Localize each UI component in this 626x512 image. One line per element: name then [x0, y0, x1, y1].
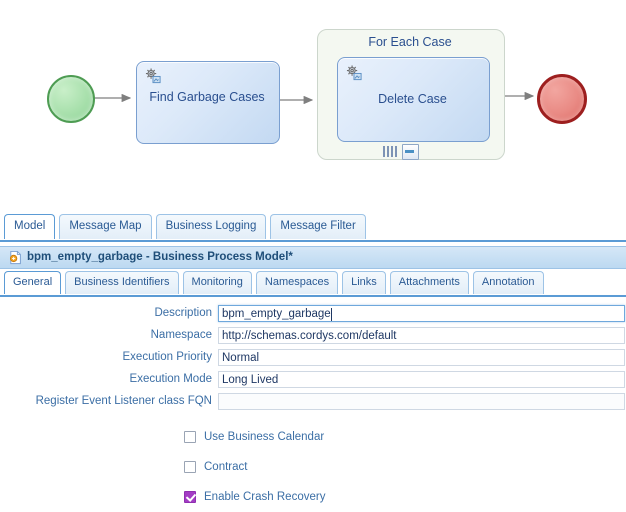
tab-label: Model: [14, 220, 46, 232]
tab-label: Business Logging: [165, 220, 257, 232]
tab-business-logging[interactable]: Business Logging: [155, 214, 267, 239]
checkbox-row-enable-crash-recovery[interactable]: Enable Crash Recovery: [0, 482, 626, 512]
tab-label: Namespaces: [264, 276, 330, 288]
tab-label: Links: [351, 276, 377, 288]
use-business-calendar-checkbox[interactable]: [184, 431, 196, 443]
checkbox-row-use-business-calendar[interactable]: Use Business Calendar: [0, 422, 626, 452]
enable-crash-recovery-checkbox[interactable]: [184, 491, 196, 503]
collapse-icon[interactable]: [402, 144, 419, 160]
tab-model[interactable]: Model: [4, 214, 56, 241]
panel-titlebar: bpm_empty_garbage - Business Process Mod…: [0, 246, 626, 269]
start-event[interactable]: [47, 75, 95, 123]
label-description: Description: [154, 307, 212, 319]
task-find-garbage-cases[interactable]: [136, 61, 280, 144]
tab-label: Attachments: [398, 276, 460, 288]
label-execution-mode: Execution Mode: [129, 373, 212, 385]
diagram-connectors: [93, 91, 535, 105]
tab-attachments[interactable]: Attachments: [389, 271, 469, 294]
register-event-listener-class-fqn-input[interactable]: [218, 392, 625, 410]
inner-tabstrip-underline: [0, 295, 626, 297]
namespace-input[interactable]: http://schemas.cordys.com/default: [218, 326, 625, 344]
inner-tabstrip: General Business Identifiers Monitoring …: [0, 271, 626, 296]
label-namespace: Namespace: [150, 329, 212, 341]
outer-tabstrip: Model Message Map Business Logging Messa…: [0, 214, 626, 242]
tab-namespaces[interactable]: Namespaces: [255, 271, 339, 294]
tab-business-identifiers[interactable]: Business Identifiers: [65, 271, 179, 294]
tab-label: Annotation: [481, 276, 535, 288]
enable-crash-recovery-label: Enable Crash Recovery: [204, 491, 326, 503]
execution-mode-input[interactable]: Long Lived: [218, 370, 625, 388]
multi-instance-parallel-icon[interactable]: [383, 146, 397, 157]
tab-monitoring[interactable]: Monitoring: [182, 271, 252, 294]
tab-links[interactable]: Links: [342, 271, 386, 294]
checkbox-row-contract[interactable]: Contract: [0, 452, 626, 482]
process-model-icon: [9, 250, 21, 265]
tab-message-map[interactable]: Message Map: [59, 214, 152, 239]
tab-label: Monitoring: [191, 276, 243, 288]
panel-title: bpm_empty_garbage - Business Process Mod…: [27, 251, 293, 263]
task-delete-case[interactable]: [337, 57, 490, 142]
form-row-execution-priority: Execution Priority Normal: [0, 346, 626, 368]
contract-checkbox[interactable]: [184, 461, 196, 473]
label-execution-priority: Execution Priority: [122, 351, 212, 363]
outer-tabstrip-underline: [0, 240, 626, 242]
form-row-description: Description bpm_empty_garbage: [0, 302, 626, 324]
end-event[interactable]: [537, 74, 587, 124]
tab-label: Message Filter: [280, 220, 356, 232]
general-form: Description bpm_empty_garbage Namespace …: [0, 302, 626, 512]
contract-label: Contract: [204, 461, 248, 473]
tab-annotation[interactable]: Annotation: [472, 271, 544, 294]
tab-message-filter[interactable]: Message Filter: [270, 214, 366, 239]
use-business-calendar-label: Use Business Calendar: [204, 431, 325, 443]
tab-label: General: [13, 276, 53, 288]
form-row-namespace: Namespace http://schemas.cordys.com/defa…: [0, 324, 626, 346]
form-row-event-listener-fqn: Register Event Listener class FQN: [0, 390, 626, 412]
gear-icon: [346, 65, 362, 81]
label-register-event-listener-class-fqn: Register Event Listener class FQN: [35, 395, 212, 407]
gear-icon: [145, 68, 161, 84]
process-diagram-canvas[interactable]: For Each Case Find Garbage Cases Delete …: [0, 0, 626, 206]
properties-panel: Model Message Map Business Logging Messa…: [0, 206, 626, 512]
tab-label: Message Map: [69, 220, 142, 232]
tab-general[interactable]: General: [4, 271, 62, 296]
execution-priority-input[interactable]: Normal: [218, 348, 625, 366]
form-row-execution-mode: Execution Mode Long Lived: [0, 368, 626, 390]
description-input[interactable]: bpm_empty_garbage: [218, 304, 625, 322]
tab-label: Business Identifiers: [74, 276, 170, 288]
